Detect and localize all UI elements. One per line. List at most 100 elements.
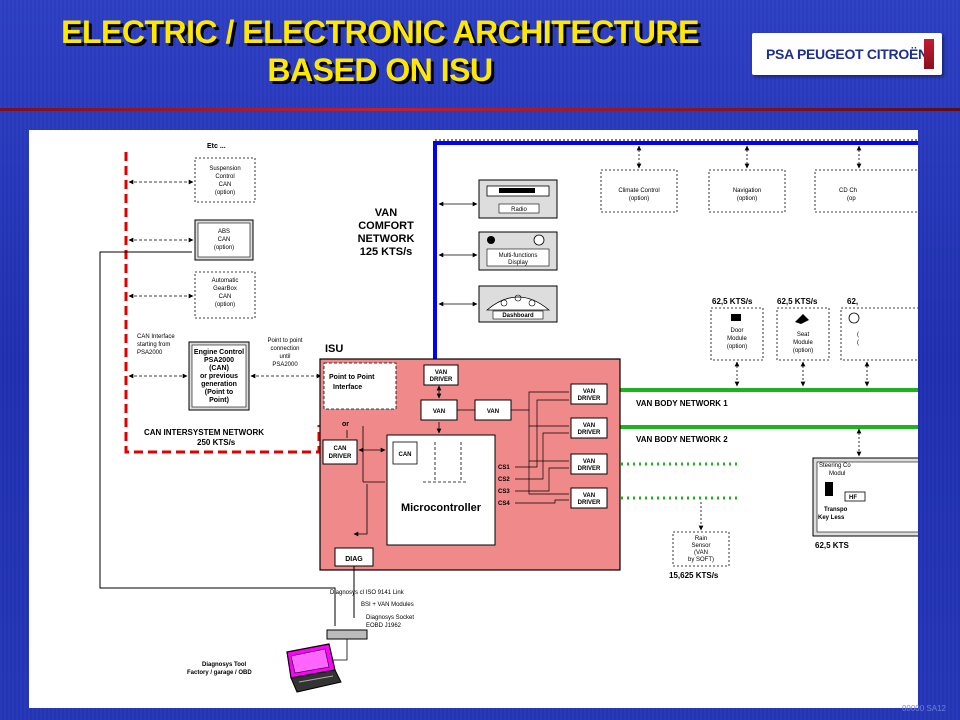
- svg-text:62,: 62,: [847, 297, 858, 306]
- rain-sensor-speed: 15,625 KTS/s: [669, 571, 719, 580]
- svg-text:CS4: CS4: [498, 501, 510, 507]
- door-module: Door Module (option): [710, 307, 764, 361]
- svg-text:(VAN: (VAN: [694, 550, 708, 556]
- slide-reference-code: 00000 SA12: [901, 704, 946, 713]
- svg-text:until: until: [279, 354, 290, 360]
- svg-text:CS2: CS2: [498, 477, 510, 483]
- svg-text:(option): (option): [793, 348, 813, 354]
- svg-text:Microcontroller: Microcontroller: [401, 502, 482, 514]
- svg-text:Control: Control: [215, 174, 234, 180]
- psa-logo-text: PSA PEUGEOT CITROËN: [766, 46, 928, 62]
- svg-text:(option): (option): [629, 196, 649, 202]
- van-driver-2: VAN DRIVER: [570, 417, 608, 439]
- svg-text:(: (: [857, 332, 859, 338]
- svg-text:Navigation: Navigation: [733, 188, 761, 194]
- can-driver-box: CAN DRIVER: [322, 439, 358, 465]
- laptop-icon: [286, 643, 342, 693]
- svg-text:CAN: CAN: [218, 237, 231, 243]
- svg-text:VAN: VAN: [435, 370, 447, 376]
- svg-text:(Point to: (Point to: [205, 389, 233, 396]
- etc-label: Etc ...: [207, 143, 226, 150]
- svg-text:DRIVER: DRIVER: [578, 430, 601, 436]
- header-divider: [0, 108, 960, 111]
- svg-text:(option): (option): [214, 245, 234, 251]
- svg-text:CAN: CAN: [334, 446, 347, 452]
- van-body-network-2-label: VAN BODY NETWORK 2: [636, 435, 728, 444]
- svg-text:ABS: ABS: [218, 229, 230, 235]
- svg-text:by SOFT): by SOFT): [688, 557, 714, 563]
- svg-text:Seat: Seat: [797, 332, 810, 338]
- svg-text:CAN: CAN: [219, 294, 232, 300]
- diagnosis-socket: [326, 629, 368, 640]
- svg-text:CS1: CS1: [498, 465, 510, 471]
- svg-text:(CAN): (CAN): [209, 365, 229, 372]
- dashboard-device: Dashboard: [478, 285, 558, 323]
- slide-title-line-1: ELECTRIC / ELECTRONIC ARCHITECTURE: [61, 14, 699, 50]
- svg-text:VAN: VAN: [583, 389, 595, 395]
- architecture-diagram: Etc ... Suspension Control CAN (option) …: [29, 130, 918, 708]
- svg-text:Radio: Radio: [511, 207, 527, 213]
- svg-text:Module: Module: [793, 340, 813, 346]
- diag-box: DIAG: [334, 547, 374, 567]
- climate-control-module: Climate Control (option): [600, 169, 678, 213]
- svg-text:125 KTS/s: 125 KTS/s: [360, 246, 413, 258]
- svg-text:Modul: Modul: [829, 471, 845, 477]
- svg-text:Automatic: Automatic: [212, 278, 239, 284]
- svg-text:CD Ch: CD Ch: [839, 188, 857, 194]
- engine-control-module: Engine Control PSA2000 (CAN) or previous…: [188, 341, 250, 411]
- automatic-gearbox-module: Automatic GearBox CAN (option): [194, 271, 256, 319]
- svg-text:CS3: CS3: [498, 489, 510, 495]
- van-comfort-bus: [433, 141, 918, 366]
- van-driver-3: VAN DRIVER: [570, 453, 608, 475]
- svg-text:Key Less: Key Less: [818, 515, 845, 521]
- multifunction-display-device: Multi-functions Display: [478, 231, 558, 271]
- svg-text:DRIVER: DRIVER: [578, 466, 601, 472]
- svg-text:Suspension: Suspension: [209, 166, 240, 172]
- diagnosis-socket-label: Diagnosys Socket: [366, 615, 414, 621]
- suspension-control-module: Suspension Control CAN (option): [194, 157, 256, 203]
- van-driver-1: VAN DRIVER: [570, 383, 608, 405]
- van-driver-top: VAN DRIVER: [423, 364, 459, 386]
- svg-text:Engine Control: Engine Control: [194, 349, 244, 356]
- psa-flag-icon: [924, 39, 934, 69]
- or-label: or: [342, 421, 349, 428]
- svg-text:VAN: VAN: [433, 409, 445, 415]
- can-interface-note: CAN Interface: [137, 334, 175, 340]
- steering-column-module: Steering Co Modul HF Transpo Key Less: [812, 457, 918, 537]
- svg-text:Point to Point: Point to Point: [329, 374, 375, 381]
- rain-sensor-module: Rain Sensor (VAN by SOFT): [672, 531, 730, 567]
- svg-text:COMFORT: COMFORT: [358, 220, 414, 232]
- svg-text:EOBD J1962: EOBD J1962: [366, 623, 402, 629]
- svg-text:Display: Display: [508, 260, 528, 266]
- svg-text:connection: connection: [270, 346, 299, 352]
- point-to-point-note: Point to point: [267, 338, 302, 344]
- svg-text:Sensor: Sensor: [691, 543, 710, 549]
- svg-text:NETWORK: NETWORK: [358, 233, 415, 245]
- microcontroller-block: CAN Microcontroller: [386, 434, 496, 546]
- svg-text:Rain: Rain: [695, 536, 707, 542]
- diagnosis-link-label: Diagnosys cl ISO 9141 Link: [330, 590, 405, 596]
- psa-logo: PSA PEUGEOT CITROËN: [752, 33, 942, 75]
- svg-text:generation: generation: [201, 381, 237, 388]
- svg-text:(option): (option): [215, 302, 235, 308]
- seat-module: Seat Module (option): [776, 307, 830, 361]
- svg-text:62,5 KTS/s: 62,5 KTS/s: [712, 297, 753, 306]
- svg-text:DRIVER: DRIVER: [578, 500, 601, 506]
- partial-light-module: ( (: [840, 307, 918, 361]
- svg-text:CAN: CAN: [219, 182, 232, 188]
- svg-text:(op: (op: [847, 196, 856, 202]
- svg-text:250 KTS/s: 250 KTS/s: [197, 438, 236, 447]
- svg-text:DIAG: DIAG: [345, 556, 363, 563]
- svg-text:Multi-functions: Multi-functions: [499, 253, 538, 259]
- svg-text:PSA2000: PSA2000: [137, 350, 163, 356]
- svg-text:DRIVER: DRIVER: [329, 454, 352, 460]
- svg-text:Interface: Interface: [333, 384, 362, 391]
- svg-text:Dashboard: Dashboard: [502, 313, 534, 319]
- bsi-van-label: BSI + VAN Modules: [361, 602, 414, 608]
- svg-text:Point): Point): [209, 397, 229, 404]
- svg-text:or previous: or previous: [200, 373, 238, 380]
- svg-text:PSA2000: PSA2000: [272, 362, 298, 368]
- svg-text:Climate Control: Climate Control: [618, 188, 659, 194]
- architecture-diagram-svg: Etc ... Suspension Control CAN (option) …: [99, 139, 918, 693]
- slide-title-line-2: BASED ON ISU: [267, 52, 493, 88]
